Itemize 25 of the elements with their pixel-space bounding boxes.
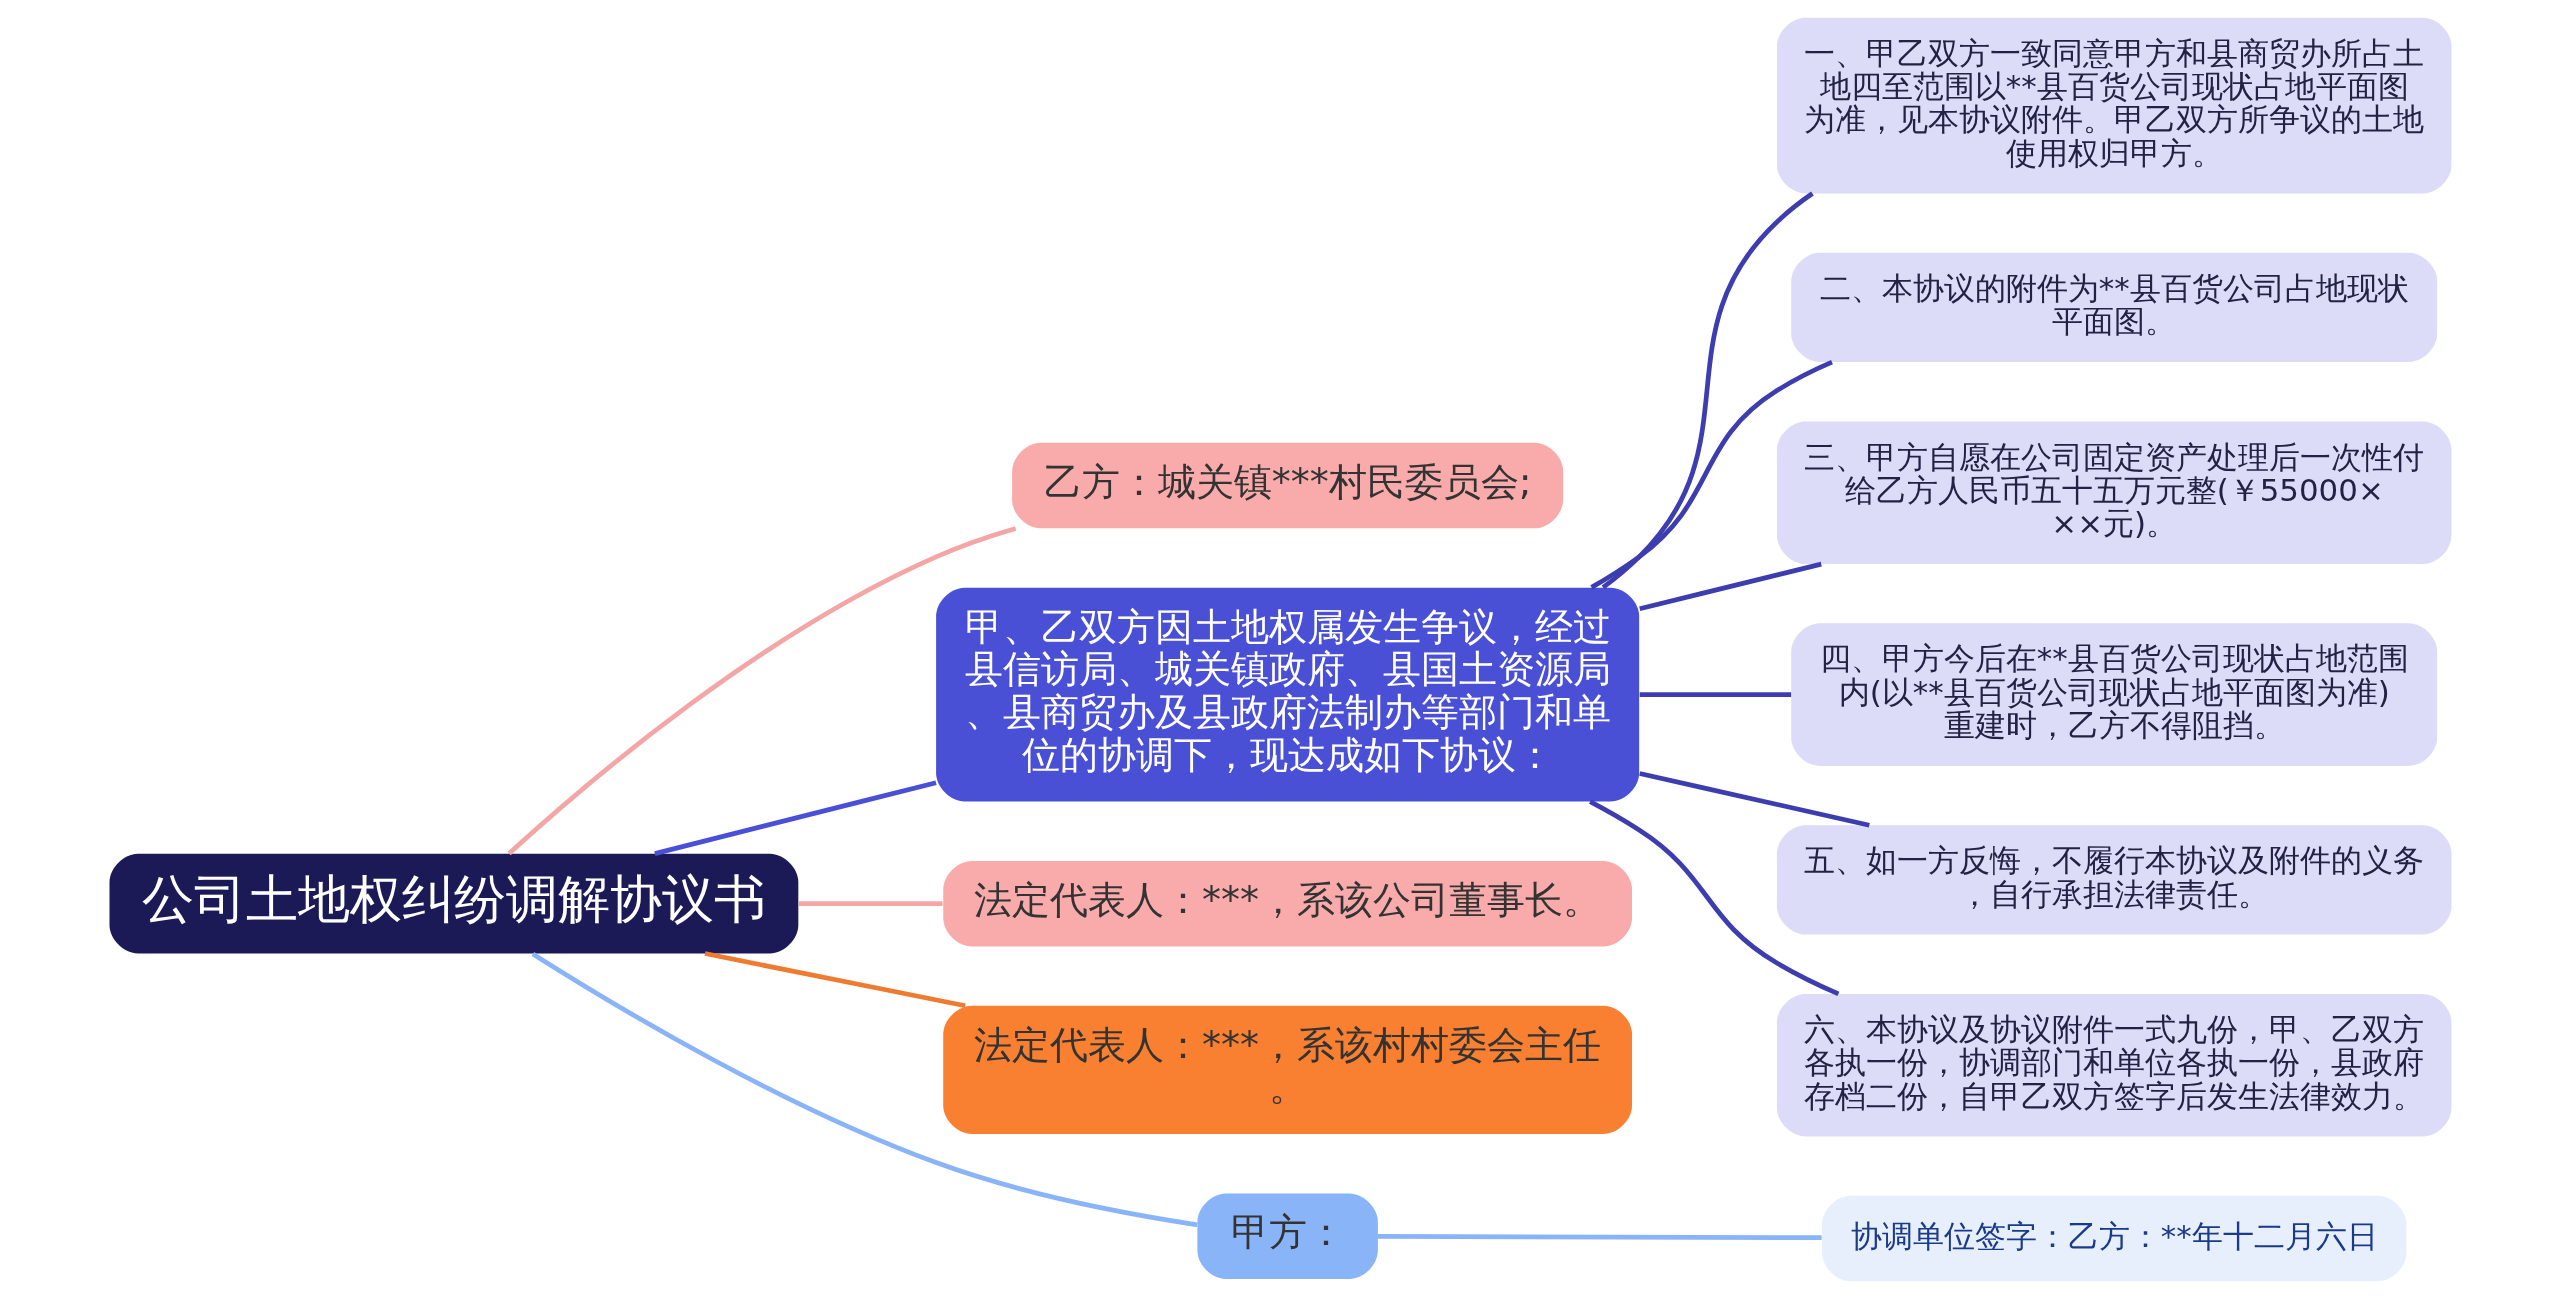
connector <box>1588 799 1839 997</box>
node-box: 法定代表人：***，系该村村委会主任。 <box>942 1005 1632 1135</box>
connector <box>653 780 937 856</box>
connector <box>531 951 1198 1228</box>
connector <box>1638 561 1822 612</box>
connector <box>507 526 1016 856</box>
node-box: 法定代表人：***，系该公司董事长。 <box>942 860 1632 947</box>
node-box: 四、甲方今后在**县百货公司现状占地范围内(以**县百货公司现状占地平面图为准)重建时，乙方不得阻挡。 <box>1790 623 2437 766</box>
connector <box>704 951 966 1009</box>
connector <box>1589 359 1833 590</box>
connector <box>1377 1234 1822 1241</box>
node-box: 三、甲方自愿在公司固定资产处理后一次性付给乙方人民币五十五万元整(￥55000×××元)。 <box>1776 421 2451 564</box>
node-box: 一、甲乙双方一致同意甲方和县商贸办所占土地四至范围以**县百货公司现状占地平面图为准，见本协议附件。甲乙双方所争议的土地使用权归甲方。 <box>1776 17 2451 194</box>
connector <box>1601 191 1814 590</box>
connector <box>798 901 943 907</box>
node-box: 乙方：城关镇***村民委员会; <box>1011 442 1563 529</box>
node-box: 协调单位签字：乙方：**年十二月六日 <box>1821 1195 2406 1282</box>
node-box: 六、本协议及协议附件一式九份，甲、乙双方各执一份，协调部门和单位各执一份，县政府存档二份，自甲乙双方签字后发生法律效力。 <box>1776 993 2451 1137</box>
node-box: 五、如一方反悔，不履行本协议及附件的义务，自行承担法律责任。 <box>1776 825 2451 935</box>
connector <box>1638 771 1870 828</box>
node-box: 公司土地权纠纷调解协议书 <box>109 853 798 954</box>
node-box: 二、本协议的附件为**县百货公司占地现状平面图。 <box>1790 252 2437 363</box>
node-box: 甲方： <box>1196 1193 1378 1279</box>
node-box: 甲、乙双方因土地权属发生争议，经过县信访局、城关镇政府、县国土资源局、县商贸办及县政府法制办等部门和单位的协调下，现达成如下协议： <box>935 587 1639 802</box>
connector <box>1639 692 1791 697</box>
